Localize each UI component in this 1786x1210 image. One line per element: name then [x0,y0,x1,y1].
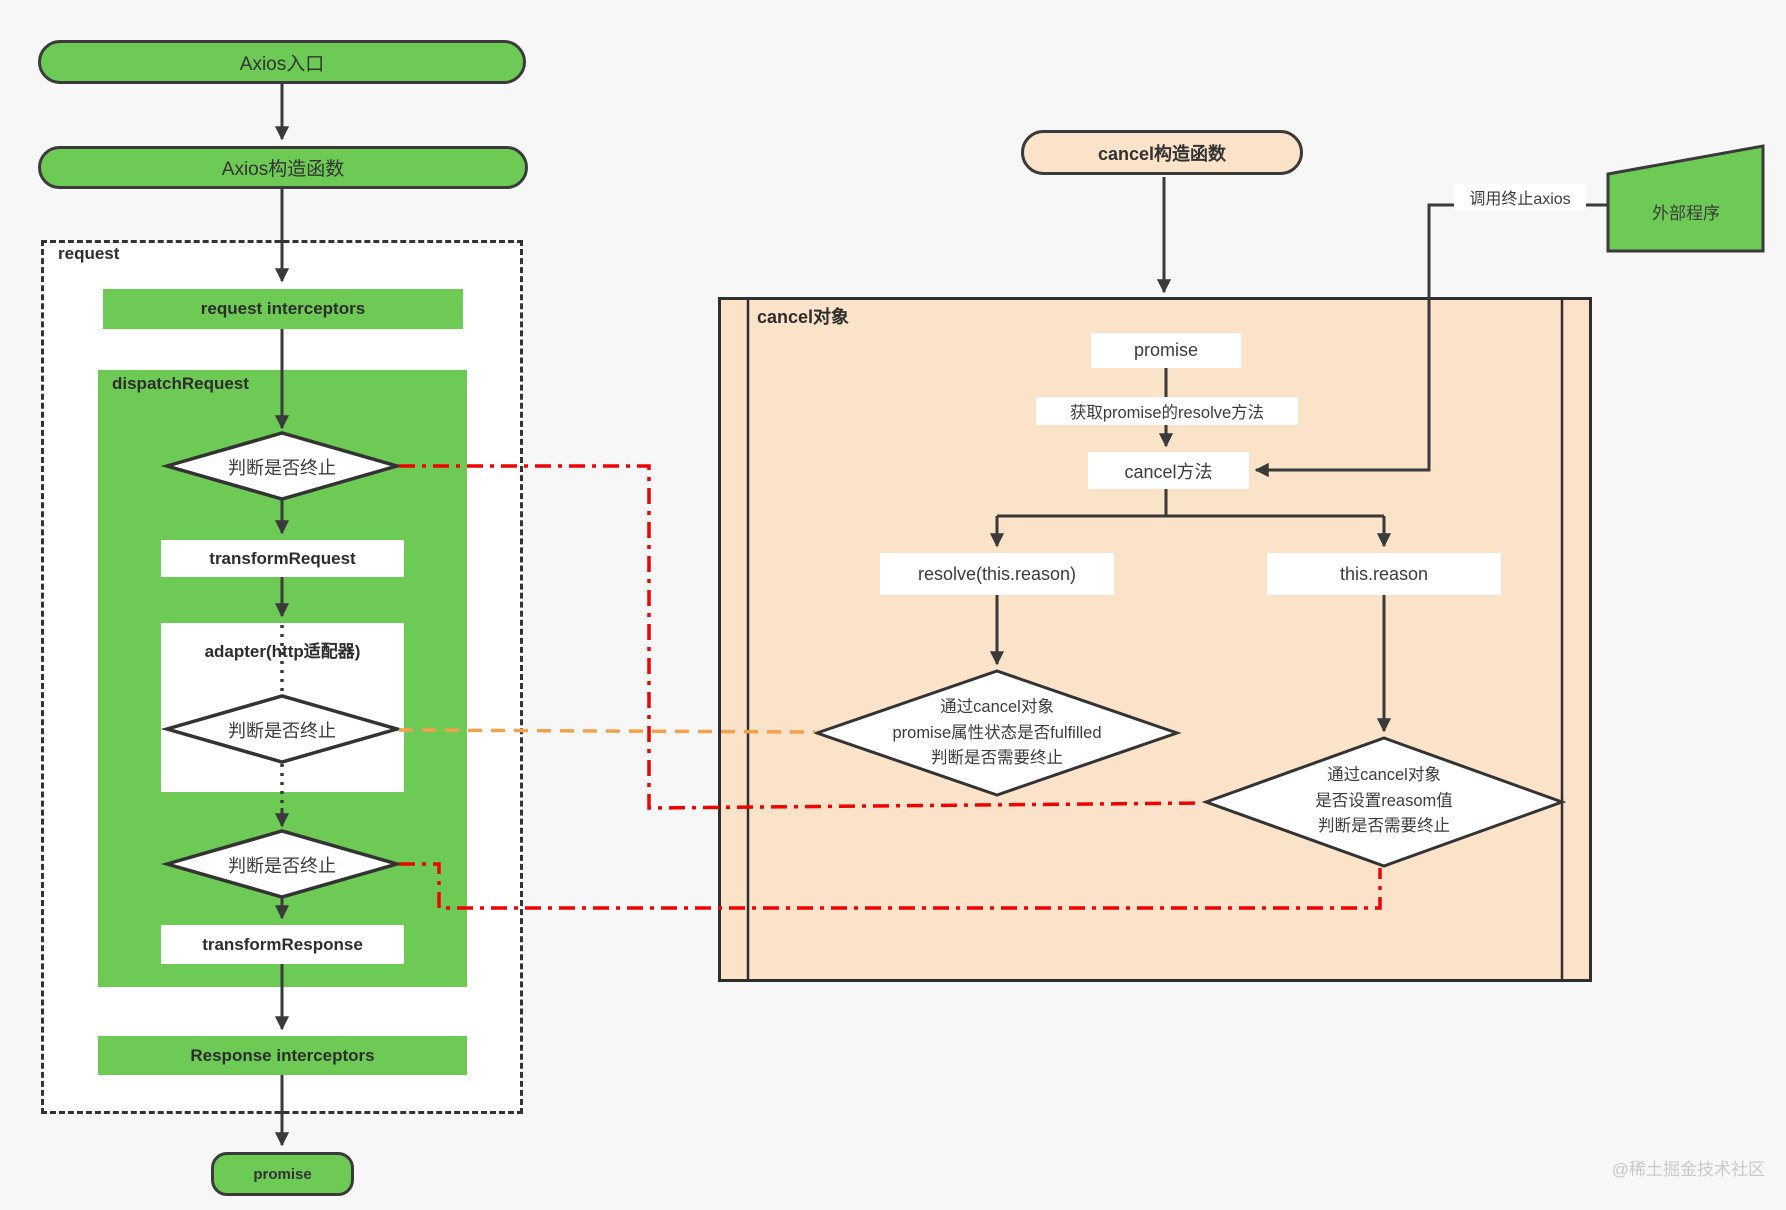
split-line-cancelmethod [997,489,1384,518]
node-transform-request-label: transformRequest [209,548,356,568]
dispatch-group-label: dispatchRequest [112,374,249,393]
node-cancel-method-label: cancel方法 [1124,461,1213,482]
node-axios-entry: Axios入口 [38,40,526,84]
node-transform-request: transformRequest [161,540,404,577]
node-transform-response: transformResponse [161,925,404,964]
node-response-interceptors: Response interceptors [98,1036,467,1075]
judge-fulfilled-label: 通过cancel对象 promise属性状态是否fulfilled 判断是否需要… [892,698,1102,768]
node-adapter-label: adapter(http适配器) [204,641,361,661]
node-resolve-call-label: resolve(this.reason) [917,563,1077,584]
external-program-shape [1606,144,1765,253]
node-resolve-call: resolve(this.reason) [880,553,1114,595]
node-request-interceptors: request interceptors [103,289,463,329]
node-cancel-constructor-label: cancel构造函数 [1097,143,1227,164]
node-promise-result: promise [211,1152,354,1196]
diamond-judge2 [160,694,404,764]
orange-link-judge2-to-fulfilled [398,728,816,734]
watermark: @稀土掘金技术社区 [1611,1160,1765,1179]
cancel-group-label: cancel对象 [757,307,850,327]
judge3-label: 判断是否终止 [228,856,336,876]
red-link-judge3-to-reason [399,862,1382,910]
node-this-reason: this.reason [1267,553,1501,595]
node-this-reason-label: this.reason [1339,563,1429,584]
judge1-label: 判断是否终止 [228,458,336,478]
node-cancel-promise: promise [1091,333,1241,368]
node-request-interceptors-label: request interceptors [200,299,366,318]
diamond-judge-reason [1201,736,1567,868]
diamond-judge3 [160,829,404,899]
diamond-judge1 [160,431,404,501]
request-group-label: request [58,244,120,263]
judge2-label: 判断是否终止 [228,721,336,741]
call-abort-label: 调用终止axios [1454,184,1586,210]
connector-external-to-cancelmethod [1254,203,1608,478]
node-axios-constructor-label: Axios构造函数 [221,159,345,180]
judge-reason-label: 通过cancel对象 是否设置reasom值 判断是否需要终止 [1315,766,1453,836]
node-promise-result-label: promise [253,1165,312,1183]
red-link-judge1-to-reason [399,464,1203,810]
node-cancel-constructor: cancel构造函数 [1021,130,1303,175]
resolve-note-label: 获取promise的resolve方法 [1036,397,1298,425]
diamond-judge-fulfilled [812,669,1182,797]
node-axios-entry-label: Axios入口 [239,53,325,75]
node-cancel-promise-label: promise [1133,340,1199,360]
node-axios-constructor: Axios构造函数 [38,146,528,189]
node-transform-response-label: transformResponse [202,934,363,954]
node-response-interceptors-label: Response interceptors [190,1045,375,1065]
external-program-label: 外部程序 [1652,203,1720,223]
node-cancel-method: cancel方法 [1088,452,1249,489]
